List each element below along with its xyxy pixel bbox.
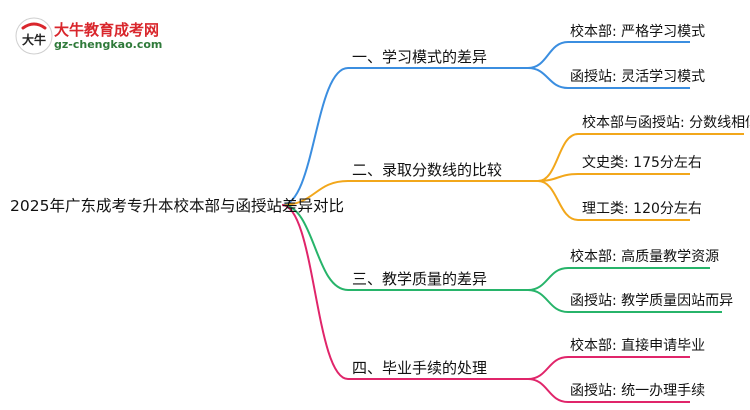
svg-text:大牛: 大牛 <box>22 32 46 47</box>
leaf-4-1: 校本部: 直接申请毕业 <box>570 338 706 354</box>
leaf-2-2: 文史类: 175分左右 <box>582 155 702 171</box>
connector-branch-3 <box>281 204 528 291</box>
connector-branch-1 <box>281 67 528 206</box>
leaf-4-2: 函授站: 统一办理手续 <box>570 383 706 399</box>
site-logo[interactable]: 大牛 大牛教育成考网 gz-chengkao.com <box>14 16 174 56</box>
connector-branch-2 <box>281 180 538 206</box>
branch-2-label: 二、录取分数线的比较 <box>352 161 503 179</box>
leaf-3-2: 函授站: 教学质量因站而异 <box>570 293 734 309</box>
branch-1-label: 一、学习模式的差异 <box>352 48 488 66</box>
connector-leaf-1-2 <box>527 67 690 89</box>
leaf-1-2: 函授站: 灵活学习模式 <box>570 69 706 85</box>
leaf-2-1: 校本部与函授站: 分数线相似 <box>582 115 750 131</box>
root-topic: 2025年广东成考专升本校本部与函授站差异对比 <box>10 197 344 215</box>
connector-leaf-4-1 <box>527 356 690 380</box>
connector-leaf-2-3 <box>537 180 690 221</box>
connector-leaf-2-2 <box>537 173 690 182</box>
connector-leaf-4-2 <box>527 378 690 403</box>
branch-4-label: 四、毕业手续的处理 <box>352 359 488 377</box>
logo-url: gz-chengkao.com <box>54 38 163 51</box>
connector-leaf-1-1 <box>527 41 690 69</box>
leaf-1-1: 校本部: 严格学习模式 <box>570 24 706 40</box>
leaf-3-1: 校本部: 高质量教学资源 <box>570 249 720 265</box>
ox-logo-icon: 大牛 <box>15 17 53 55</box>
connector-leaf-3-1 <box>527 267 710 291</box>
connector-leaf-3-2 <box>527 289 722 313</box>
connector-branch-4 <box>281 204 528 380</box>
logo-title: 大牛教育成考网 <box>54 21 160 39</box>
branch-3-label: 三、教学质量的差异 <box>352 270 488 288</box>
leaf-2-3: 理工类: 120分左右 <box>582 201 702 217</box>
connector-leaf-2-1 <box>537 133 744 182</box>
